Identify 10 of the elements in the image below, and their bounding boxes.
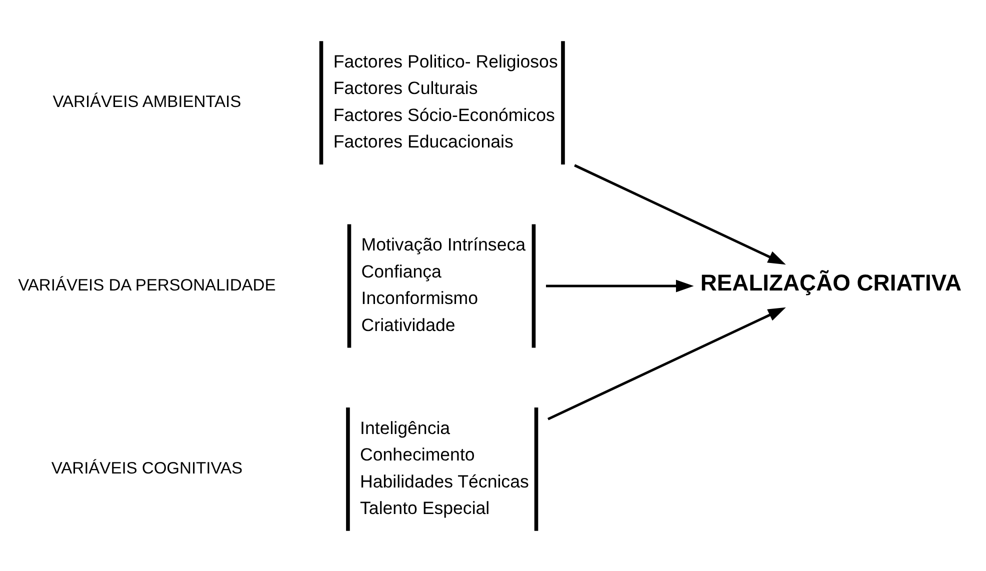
arrow [547, 306, 786, 420]
label: VARIÁVEIS COGNITIVAS [51, 458, 243, 478]
node-text: Motivação Intrínseca Confiança Inconformismo Criatividade [361, 234, 526, 334]
label: VARIÁVEIS DA PERSONALIDADE [18, 274, 276, 294]
node-text: Factores Politico- Religiosos Factores Culturais Factores Sócio-Económicos Factores Educacionais [333, 50, 558, 152]
arrow [574, 164, 786, 264]
node-text: Inteligência Conhecimento Habilidades Técnicas Talento Especial [360, 417, 529, 518]
label: VARIÁVEIS AMBIENTAIS [52, 92, 242, 111]
node-text: REALIZAÇÃO CRIATIVA [700, 268, 962, 295]
arrow [546, 279, 694, 292]
